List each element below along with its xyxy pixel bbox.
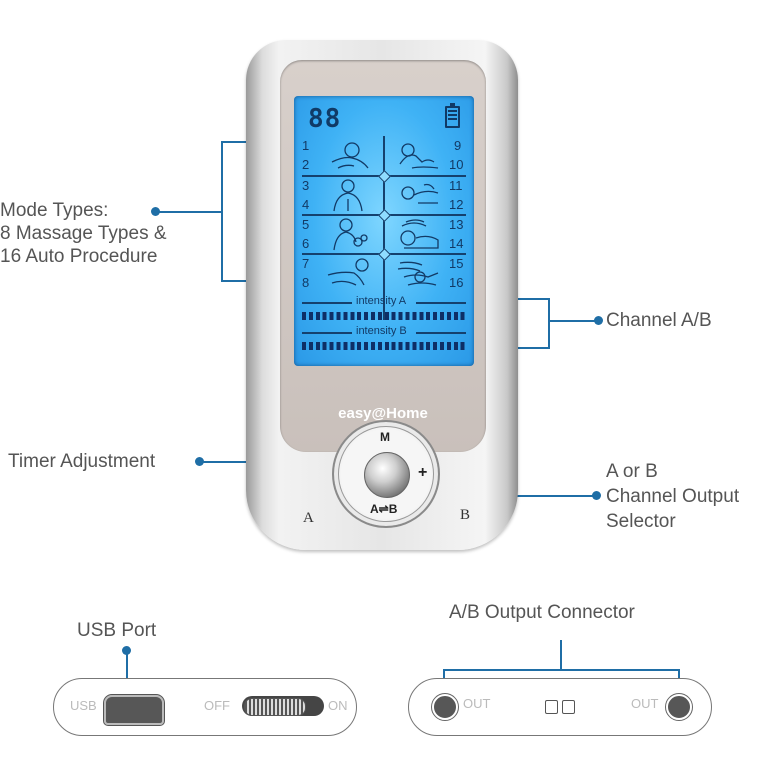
mode-number: 2 (302, 157, 310, 172)
mode-number: 7 (302, 256, 310, 271)
intensity-b-rule (302, 332, 352, 334)
output-jack-b[interactable] (665, 693, 693, 721)
mode-number: 16 (449, 275, 464, 290)
side-view-usb: USB OFF ON (53, 678, 357, 736)
front-panel: 88 1 2 3 4 5 6 7 8 9 10 11 12 13 14 15 (280, 60, 486, 452)
callout-line (221, 141, 223, 282)
lcd-screen: 88 1 2 3 4 5 6 7 8 9 10 11 12 13 14 15 (294, 96, 474, 366)
intensity-a-bars (302, 312, 466, 320)
intensity-a-rule (302, 302, 352, 304)
power-switch[interactable] (242, 696, 324, 716)
control-dial[interactable]: M + A⇌B (332, 420, 440, 528)
mode-number: 10 (449, 157, 464, 172)
mode-number: 12 (449, 197, 464, 212)
callout-line (548, 298, 550, 349)
callout-line (126, 650, 128, 696)
switch-knob[interactable] (244, 698, 306, 716)
intensity-a-label: intensity A (356, 295, 407, 307)
output-connector-label: A/B Output Connector (449, 602, 635, 623)
side-view-output: OUT OUT (408, 678, 712, 736)
intensity-b-rule (416, 332, 466, 334)
out-left-text: OUT (463, 696, 491, 711)
callout-dot (195, 457, 204, 466)
usb-port[interactable] (103, 694, 165, 726)
mode-button[interactable]: M (380, 430, 390, 444)
indicator-square (545, 700, 558, 714)
timer-digits: 88 (308, 104, 342, 134)
lower-back-massage-icon (333, 218, 368, 251)
neck-massage-icon (331, 142, 369, 169)
plus-button[interactable]: + (418, 464, 428, 481)
diamond-marker (378, 209, 391, 222)
mode-number: 4 (302, 197, 310, 212)
timer-center-button[interactable] (364, 452, 410, 498)
selector-label: A or B Channel Output Selector (606, 461, 740, 532)
callout-dot (594, 316, 603, 325)
face-massage-icon (400, 219, 439, 249)
callout-line (443, 669, 680, 671)
diamond-marker (378, 170, 391, 183)
intensity-a-rule (416, 302, 466, 304)
mode-number: 11 (449, 178, 463, 193)
usb-port-label: USB Port (77, 620, 157, 641)
timer-adjustment-label: Timer Adjustment (8, 451, 156, 472)
out-right-text: OUT (631, 696, 659, 711)
mode-number: 6 (302, 236, 310, 251)
callout-line (560, 640, 562, 670)
diamond-marker (378, 248, 391, 261)
mode-number: 8 (302, 275, 310, 290)
port-a-label: A (303, 510, 314, 526)
mode-number: 14 (449, 236, 464, 251)
mode-number: 9 (454, 138, 462, 153)
mode-number: 15 (449, 256, 464, 271)
off-text: OFF (204, 698, 230, 713)
callout-line (155, 211, 222, 213)
mode-number: 5 (302, 217, 310, 232)
ab-selector-button[interactable]: A⇌B (370, 502, 398, 516)
mode-types-label: Mode Types: 8 Massage Types & 16 Auto Pr… (0, 200, 167, 267)
mode-number: 13 (449, 217, 464, 232)
tens-device: 88 1 2 3 4 5 6 7 8 9 10 11 12 13 14 15 (246, 40, 518, 550)
foot-massage-icon (397, 261, 439, 286)
intensity-b-bars (302, 342, 466, 350)
grid-divider (383, 136, 385, 320)
leg-massage-icon (327, 258, 369, 286)
output-jack-a[interactable] (431, 693, 459, 721)
callout-dot (592, 491, 601, 500)
shoulder-massage-icon (333, 179, 363, 212)
battery-full-icon (445, 103, 460, 128)
mode-number: 3 (302, 178, 310, 193)
on-text: ON (328, 698, 348, 713)
arm-massage-icon (401, 183, 439, 204)
port-b-label: B (460, 507, 471, 523)
channel-ab-label: Channel A/B (606, 310, 712, 331)
callout-line (548, 320, 598, 322)
usb-text: USB (70, 698, 97, 713)
mode-number: 1 (302, 138, 310, 153)
intensity-b-label: intensity B (356, 325, 407, 337)
back-massage-icon (399, 143, 439, 169)
indicator-square (562, 700, 575, 714)
brand-logo: easy@Home (338, 405, 428, 422)
